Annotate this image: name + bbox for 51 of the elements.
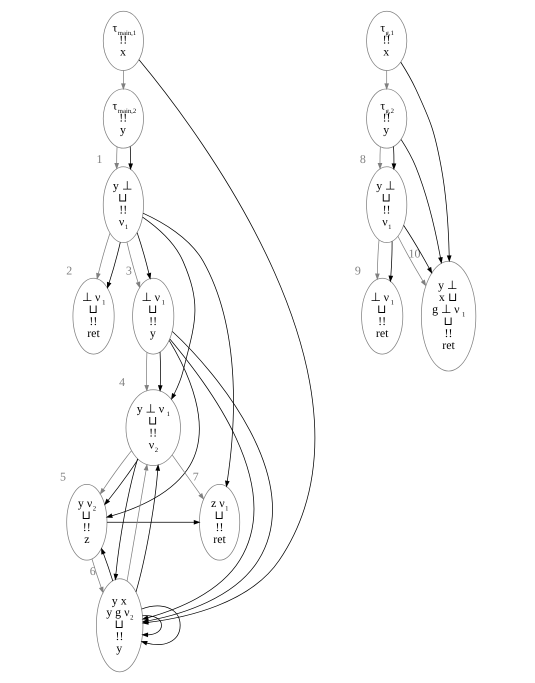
- node-ellipse: τ$_{g,2}$ !! y: [366, 88, 407, 149]
- arrow: [144, 352, 149, 392]
- node-ellipse: ⊥ ν$_{1}$ ⊔ !! ret: [360, 278, 403, 354]
- node-label: 7: [192, 469, 198, 484]
- node-ellipse: y ⊥ ⊔ !! ν$_{1}$: [366, 166, 407, 243]
- node-ellipse: ⊥ ν$_{1}$ ⊔ !! y: [132, 278, 174, 354]
- node-label: 10: [408, 246, 420, 260]
- arrow: [113, 458, 138, 581]
- node-ellipse: y ⊥ ⊔ !! ν$_{1}$: [102, 166, 144, 243]
- node-label: 2: [66, 263, 72, 278]
- node-ellipse: τ$_{main,2}$ !! y: [102, 88, 144, 149]
- node-label: 4: [118, 374, 125, 389]
- arrow: [142, 212, 234, 488]
- arrow: [96, 232, 110, 280]
- node-ellipse: τ$_{g,1}$ !! x: [366, 10, 407, 71]
- node-label: 9: [354, 263, 360, 278]
- arrow: [135, 464, 160, 592]
- arrow: [374, 240, 380, 280]
- arrow: [388, 241, 393, 282]
- arrow: [400, 62, 452, 262]
- arrow: [104, 459, 138, 506]
- arrow: [142, 216, 195, 400]
- node-label: 5: [59, 469, 66, 484]
- arrow: [402, 225, 432, 274]
- arrow: [106, 242, 120, 289]
- arrow: [126, 464, 148, 582]
- node-ellipse: y x y g ν$_{2}$ ⊔ !! y: [95, 578, 143, 672]
- arrow: [105, 340, 200, 518]
- arrow: [126, 242, 140, 289]
- arrow: [136, 232, 151, 280]
- node-ellipse: y ⊥ ν$_{1}$ ⊔ !! ν$_{2}$: [125, 389, 180, 466]
- arrow: [106, 520, 200, 525]
- node-label: 3: [125, 263, 132, 278]
- node-label: 6: [89, 564, 96, 578]
- node-ellipse: τ$_{main,1}$ !! x: [102, 10, 144, 71]
- arrow: [120, 70, 126, 90]
- arrow: [114, 146, 119, 170]
- arrow: [384, 70, 389, 90]
- node-ellipse: ⊥ ν$_{1}$ ⊔ !! ret: [72, 278, 114, 354]
- arrow: [397, 236, 426, 286]
- node-label: 8: [359, 152, 366, 166]
- arrow: [171, 454, 204, 500]
- arrow: [99, 450, 132, 495]
- arrow: [128, 146, 132, 170]
- arrow: [400, 139, 442, 264]
- arrow: [91, 558, 103, 594]
- arrow: [377, 146, 382, 170]
- arrow: [391, 146, 396, 170]
- node-label: 1: [96, 152, 102, 166]
- arrow: [157, 352, 162, 392]
- arrow: [100, 548, 113, 582]
